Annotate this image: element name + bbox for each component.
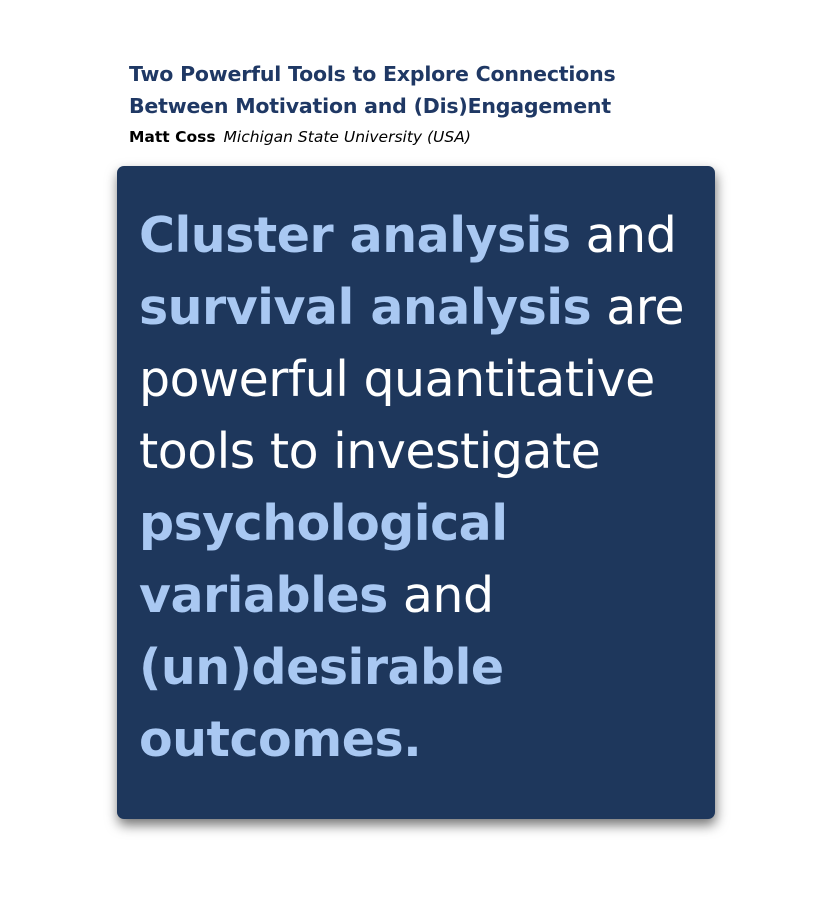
quote-text: Cluster analysis and survival analysis a… xyxy=(139,200,695,776)
header: Two Powerful Tools to Explore Connection… xyxy=(129,58,749,148)
quote-card: Cluster analysis and survival analysis a… xyxy=(117,166,715,819)
title-line-1: Two Powerful Tools to Explore Connection… xyxy=(129,62,616,86)
author-affiliation: Michigan State University (USA) xyxy=(223,128,471,146)
quote-connector-1: and xyxy=(570,207,677,264)
quote-connector-3: and xyxy=(387,567,494,624)
title-line-2: Between Motivation and (Dis)Engagement xyxy=(129,94,611,118)
byline: Matt Coss Michigan State University (USA… xyxy=(129,126,749,148)
author-name: Matt Coss xyxy=(129,128,216,146)
highlight-undesirable-outcomes: (un)desirable outcomes. xyxy=(139,639,504,768)
page-title: Two Powerful Tools to Explore Connection… xyxy=(129,58,749,122)
highlight-psychological-variables: psychological variables xyxy=(139,495,508,624)
highlight-survival-analysis: survival analysis xyxy=(139,279,592,336)
quote-connector-2: are powerful quantitative tools to inves… xyxy=(139,279,685,480)
highlight-cluster-analysis: Cluster analysis xyxy=(139,207,571,264)
